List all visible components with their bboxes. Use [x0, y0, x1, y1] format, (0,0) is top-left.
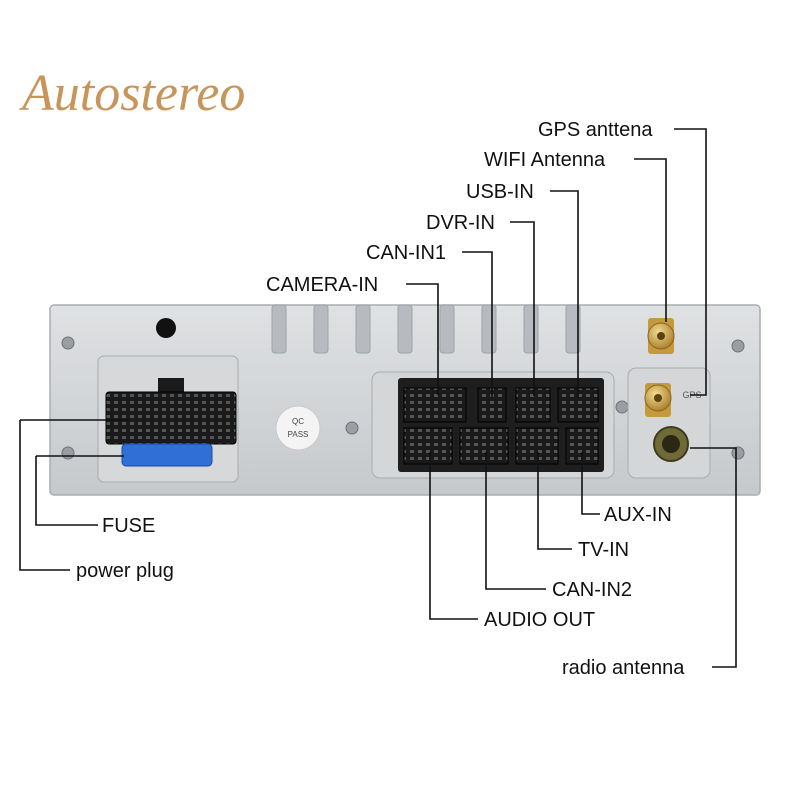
audio-out-port[interactable]: [403, 427, 453, 465]
label-aux-in: AUX-IN: [604, 504, 672, 526]
label-camera-in: CAMERA-IN: [266, 274, 378, 296]
qc-pass-sticker: QC PASS: [275, 405, 321, 451]
svg-text:PASS: PASS: [288, 430, 309, 439]
multi-connector-block: [371, 371, 615, 479]
label-usb-in: USB-IN: [466, 181, 534, 203]
mounting-hole: [156, 318, 176, 338]
label-radio-antenna: radio antenna: [562, 657, 685, 679]
camera-in-port[interactable]: [403, 387, 467, 423]
label-wifi-antenna: WIFI Antenna: [484, 149, 606, 171]
label-power-plug: power plug: [76, 560, 174, 582]
label-can-in1: CAN-IN1: [366, 242, 446, 264]
callout-labels: GPS anttena WIFI Antenna USB-IN DVR-IN C…: [76, 119, 685, 679]
label-gps-antenna: GPS anttena: [538, 119, 653, 141]
label-audio-out: AUDIO OUT: [484, 609, 595, 631]
label-dvr-in: DVR-IN: [426, 212, 495, 234]
label-can-in2: CAN-IN2: [552, 579, 632, 601]
dvr-in-port[interactable]: [515, 387, 551, 423]
radio-antenna-connector[interactable]: [653, 426, 689, 462]
leader-lines: [19, 128, 737, 668]
tv-in-port[interactable]: [515, 427, 559, 465]
label-tv-in: TV-IN: [578, 539, 629, 561]
gps-antenna-connector[interactable]: [644, 383, 672, 417]
svg-text:QC: QC: [292, 417, 304, 426]
can-in2-port[interactable]: [459, 427, 509, 465]
brand-logo: Autostereo: [19, 65, 245, 122]
label-fuse: FUSE: [102, 515, 155, 537]
wifi-antenna-connector[interactable]: [647, 318, 675, 354]
fuse-icon: [121, 443, 213, 467]
